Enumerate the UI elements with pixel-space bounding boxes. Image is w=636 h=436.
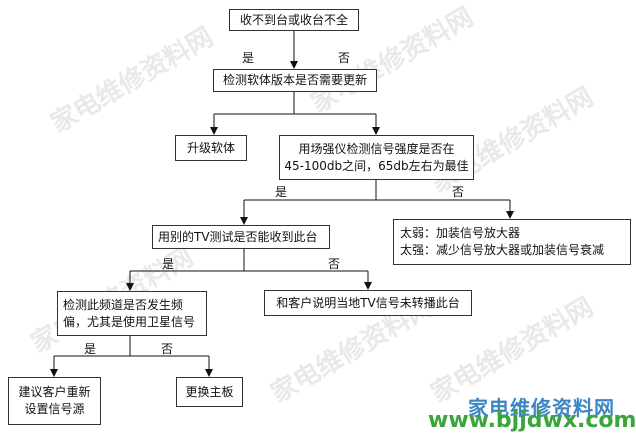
reset-source-text-line1: 建议客户重新	[18, 385, 91, 399]
no-label: 否	[452, 185, 465, 199]
signal-weak-text: 太弱：加装信号放大器	[400, 226, 521, 240]
upgrade-node: 升级软体	[175, 135, 247, 161]
replace-board-node: 更换主板	[176, 377, 243, 407]
yes-label: 是	[275, 185, 288, 199]
tell-customer-text: 和客户说明当地TV信号未转播此台	[276, 295, 460, 310]
check-version-node: 检测软体版本是否需要更新	[213, 69, 377, 92]
no-label: 否	[338, 51, 351, 65]
check-channel-text-line1: 检测此频道是否发生频	[63, 297, 184, 312]
field-meter-text-line1: 用场强仪检测信号强度是否在	[298, 141, 455, 156]
tell-customer-node: 和客户说明当地TV信号未转播此台	[264, 290, 472, 316]
replace-board-text: 更换主板	[185, 384, 234, 399]
start-node-text: 收不到台或收台不全	[239, 12, 348, 27]
signal-adjust-node: 太弱：加装信号放大器 太强：减少信号放大器或加装信号衰减	[393, 219, 631, 265]
site-logo-text: 家电维修资料网	[468, 396, 615, 420]
yes-label: 是	[84, 342, 97, 356]
check-channel-text-line2: 偏，尤其是使用卫星信号	[63, 314, 196, 329]
check-channel-node: 检测此频道是否发生频 偏，尤其是使用卫星信号	[57, 291, 207, 336]
start-node: 收不到台或收台不全	[229, 9, 359, 31]
yes-label: 是	[242, 51, 255, 65]
other-tv-node: 用别的TV测试是否能收到此台	[152, 225, 330, 249]
field-meter-node: 用场强仪检测信号强度是否在 45-100db之间，65db左右为最佳	[279, 135, 474, 180]
signal-strong-text: 太强：减少信号放大器或加装信号衰减	[400, 243, 605, 257]
yes-label: 是	[162, 257, 175, 271]
field-meter-text-line2: 45-100db之间，65db左右为最佳	[284, 158, 469, 173]
no-label: 否	[328, 257, 341, 271]
site-logo-url: www.bjjdwx.com	[428, 408, 636, 433]
other-tv-text: 用别的TV测试是否能收到此台	[158, 229, 318, 244]
reset-source-node: 建议客户重新 设置信号源	[8, 377, 101, 425]
no-label: 否	[161, 342, 174, 356]
site-logo: 家电维修资料网 www.bjjdwx.com	[424, 392, 636, 434]
check-version-text: 检测软体版本是否需要更新	[222, 73, 367, 87]
upgrade-text: 升级软体	[186, 140, 235, 155]
reset-source-text-line2: 设置信号源	[24, 402, 85, 416]
